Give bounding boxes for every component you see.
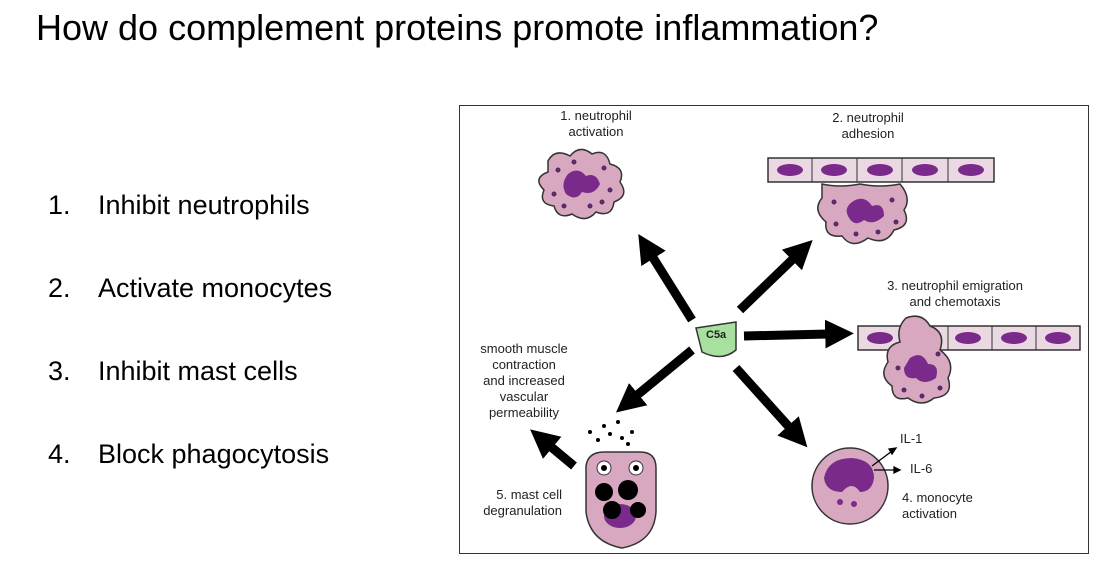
figure-illustration — [530, 148, 1081, 549]
label-monocyte: 4. monocyte activation — [902, 490, 973, 521]
label-c5a: C5a — [706, 329, 727, 341]
label-smooth-muscle: smooth muscle contraction and increased … — [480, 341, 568, 420]
monocyte-cell — [811, 447, 889, 525]
option-text: Inhibit neutrophils — [98, 190, 310, 220]
arrow-mast-to-muscle — [530, 429, 577, 470]
arrow-to-smooth-muscle — [615, 346, 695, 413]
option-number: 3. — [48, 356, 71, 386]
answer-option-1[interactable]: 1. Inhibit neutrophils — [48, 189, 310, 221]
option-text: Activate monocytes — [98, 273, 333, 303]
arrow-to-emigration — [743, 319, 854, 349]
mast-cell — [585, 420, 657, 549]
label-neutrophil-emigration: 3. neutrophil emigration and chemotaxis — [887, 278, 1023, 309]
option-number: 4. — [48, 439, 71, 469]
label-neutrophil-activation: 1. neutrophil activation — [560, 108, 632, 139]
label-neutrophil-adhesion: 2. neutrophil adhesion — [832, 110, 904, 141]
arrow-to-activation — [638, 234, 696, 323]
endothelium-emigration — [857, 325, 1081, 351]
label-il1: IL-1 — [900, 431, 923, 446]
arrow-to-adhesion — [736, 240, 813, 314]
endothelium-adhesion — [767, 157, 995, 183]
c5a-effects-figure: 1. neutrophil activation 2. neutrophil a… — [459, 105, 1089, 554]
option-text: Inhibit mast cells — [98, 356, 298, 386]
option-number: 1. — [48, 190, 71, 220]
answer-option-4[interactable]: 4. Block phagocytosis — [48, 438, 329, 470]
slide-title: How do complement proteins promote infla… — [36, 7, 879, 48]
cytokine-arrows — [871, 447, 902, 475]
effect-arrows — [530, 234, 854, 470]
arrow-to-monocyte — [732, 364, 808, 448]
option-text: Block phagocytosis — [98, 439, 330, 469]
neutrophil-emigration-cell — [883, 315, 952, 404]
neutrophil-activation-cell — [538, 148, 625, 220]
label-mast-cell: 5. mast cell degranulation — [483, 487, 562, 518]
c5a-molecule — [695, 321, 737, 358]
answer-option-3[interactable]: 3. Inhibit mast cells — [48, 355, 298, 387]
option-number: 2. — [48, 273, 71, 303]
answer-option-2[interactable]: 2. Activate monocytes — [48, 272, 332, 304]
label-il6: IL-6 — [910, 461, 933, 476]
neutrophil-adhesion-cell — [817, 183, 908, 245]
